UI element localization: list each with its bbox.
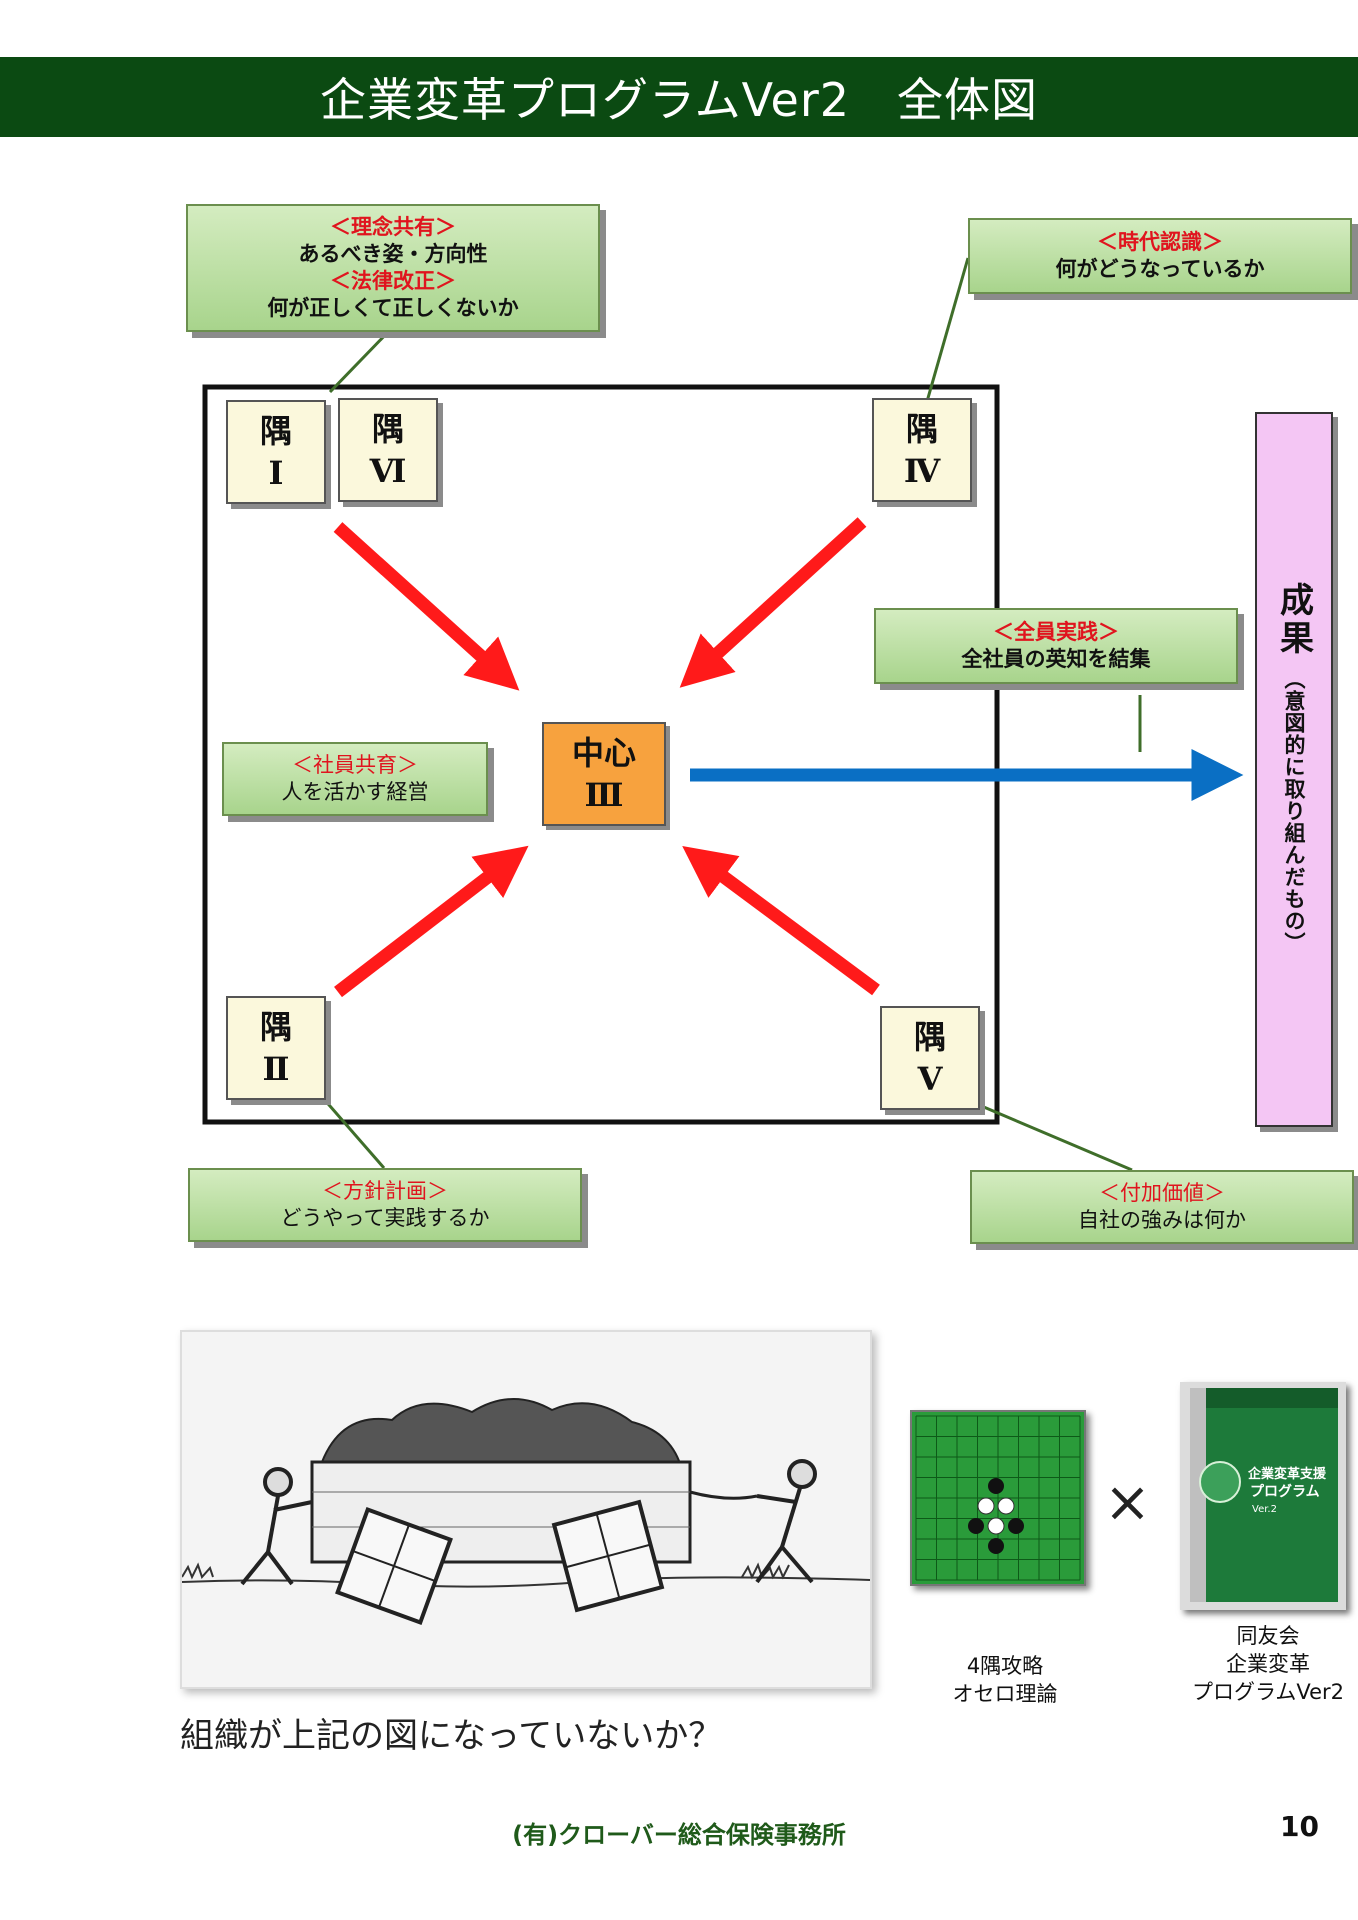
corner-2-kanji: 隅 bbox=[259, 1008, 292, 1046]
stone-black bbox=[1008, 1518, 1024, 1534]
pusher-figure bbox=[240, 1467, 313, 1586]
note-hoshin: ＜方針計画＞ どうやって実践するか bbox=[188, 1168, 582, 1242]
othello-board bbox=[915, 1415, 1081, 1581]
corner-5: 隅 Ⅴ bbox=[880, 1006, 980, 1110]
cart-load bbox=[320, 1398, 684, 1472]
book-cover: 企業変革支援 プログラム Ver.2 bbox=[1180, 1382, 1346, 1610]
note-houritsu-heading: ＜法律改正＞ bbox=[330, 269, 456, 293]
stone-black bbox=[988, 1478, 1004, 1494]
stone-white bbox=[987, 1517, 1005, 1535]
book-version: Ver.2 bbox=[1252, 1504, 1277, 1515]
othello-caption-line2: オセロ理論 bbox=[952, 1682, 1058, 1706]
note-fuka-heading: ＜付加価値＞ bbox=[1099, 1181, 1225, 1205]
arrow-corner2-to-center bbox=[334, 845, 529, 998]
book-caption-line3: プログラムVer2 bbox=[1191, 1680, 1345, 1704]
page-title: 企業変革プログラムVer2 全体図 bbox=[320, 73, 1038, 127]
connector-hoshin bbox=[314, 1089, 386, 1169]
arrow-corner4-to-center bbox=[679, 517, 867, 688]
cart-drawing bbox=[181, 1398, 871, 1625]
note-jidai: ＜時代認識＞ 何がどうなっているか bbox=[968, 218, 1352, 294]
book-caption-line2: 企業変革 bbox=[1226, 1652, 1310, 1676]
note-hoshin-heading: ＜方針計画＞ bbox=[322, 1179, 448, 1203]
center-box: 中心 Ⅲ bbox=[542, 722, 666, 826]
note-shain-text: 人を活かす経営 bbox=[281, 780, 429, 804]
note-jidai-text: 何がどうなっているか bbox=[1055, 257, 1265, 281]
corner-4: 隅 Ⅳ bbox=[872, 398, 972, 502]
note-rinen-text: あるべき姿・方向性 bbox=[298, 242, 488, 266]
result-column: 成果 （意図的に取り組んだもの） bbox=[1255, 412, 1333, 1127]
footer-company: (有)クローバー総合保険事務所 bbox=[512, 1821, 846, 1849]
center-number: Ⅲ bbox=[584, 776, 624, 814]
stone-white bbox=[997, 1497, 1015, 1515]
corner-2: 隅 Ⅱ bbox=[226, 996, 326, 1100]
note-houritsu-text: 何が正しくて正しくないか bbox=[267, 296, 519, 320]
note-shain: ＜社員共育＞ 人を活かす経営 bbox=[222, 742, 488, 816]
corner-5-kanji: 隅 bbox=[913, 1018, 946, 1056]
book-cover-image: 企業変革支援 プログラム Ver.2 bbox=[1180, 1382, 1346, 1610]
corner-1: 隅 Ⅰ bbox=[226, 400, 326, 504]
book-globe bbox=[1199, 1461, 1241, 1503]
note-fuka-text: 自社の強みは何か bbox=[1078, 1208, 1246, 1232]
stone-black bbox=[968, 1518, 984, 1534]
corner-6: 隅 Ⅵ bbox=[338, 398, 438, 502]
square-wheel-cart-illustration bbox=[180, 1330, 872, 1689]
rope bbox=[689, 1490, 758, 1500]
question-text: 組織が上記の図になっていないか？ bbox=[180, 1716, 723, 1756]
ground-line bbox=[181, 1576, 871, 1588]
note-jidai-heading: ＜時代認識＞ bbox=[1097, 230, 1223, 254]
note-shain-heading: ＜社員共育＞ bbox=[292, 753, 418, 777]
othello-caption-line1: 4隅攻略 bbox=[966, 1654, 1044, 1678]
note-zenin: ＜全員実践＞ 全社員の英知を結集 bbox=[874, 608, 1238, 684]
corner-4-number: Ⅳ bbox=[903, 452, 941, 490]
note-rinen-houritsu: ＜理念共有＞ あるべき姿・方向性 ＜法律改正＞ 何が正しくて正しくないか bbox=[186, 204, 600, 332]
corner-4-kanji: 隅 bbox=[905, 410, 938, 448]
result-title: 成果 bbox=[1273, 582, 1314, 658]
note-zenin-heading: ＜全員実践＞ bbox=[993, 620, 1119, 644]
corner-1-kanji: 隅 bbox=[259, 412, 292, 450]
page-number: 10 bbox=[1280, 1810, 1319, 1843]
stone-white bbox=[977, 1497, 995, 1515]
book-caption: 同友会 企業変革 プログラムVer2 bbox=[1178, 1622, 1358, 1706]
title-bar: 企業変革プログラムVer2 全体図 bbox=[0, 57, 1358, 137]
grass bbox=[181, 1562, 790, 1580]
main-frame bbox=[202, 384, 1000, 1125]
note-rinen-heading: ＜理念共有＞ bbox=[330, 215, 456, 239]
arrow-corner5-to-center bbox=[682, 846, 880, 996]
connector-rinen bbox=[328, 328, 392, 394]
corner-5-number: Ⅴ bbox=[917, 1060, 943, 1098]
puller-figure bbox=[755, 1459, 817, 1584]
corner-6-number: Ⅵ bbox=[369, 452, 407, 490]
othello-stones bbox=[968, 1478, 1024, 1554]
othello-board-image bbox=[910, 1410, 1086, 1586]
othello-caption: 4隅攻略 オセロ理論 bbox=[930, 1652, 1080, 1708]
arrow-corner1-to-center bbox=[333, 522, 520, 691]
stone-black bbox=[988, 1538, 1004, 1554]
book-caption-line1: 同友会 bbox=[1236, 1624, 1300, 1648]
book-title-1: 企業変革支援 bbox=[1247, 1466, 1327, 1482]
result-subtitle: （意図的に取り組んだもの） bbox=[1282, 668, 1306, 954]
corner-6-kanji: 隅 bbox=[371, 410, 404, 448]
corner-1-number: Ⅰ bbox=[268, 454, 284, 492]
times-symbol: × bbox=[1104, 1470, 1151, 1535]
connector-fuka bbox=[971, 1100, 1133, 1172]
center-label: 中心 bbox=[571, 734, 636, 772]
book-title-2: プログラム bbox=[1250, 1483, 1320, 1500]
corner-2-number: Ⅱ bbox=[262, 1050, 290, 1088]
note-zenin-text: 全社員の英知を結集 bbox=[961, 647, 1151, 671]
note-fuka: ＜付加価値＞ 自社の強みは何か bbox=[970, 1170, 1354, 1244]
note-hoshin-text: どうやって実践するか bbox=[280, 1206, 490, 1230]
connector-jidai bbox=[922, 257, 970, 413]
